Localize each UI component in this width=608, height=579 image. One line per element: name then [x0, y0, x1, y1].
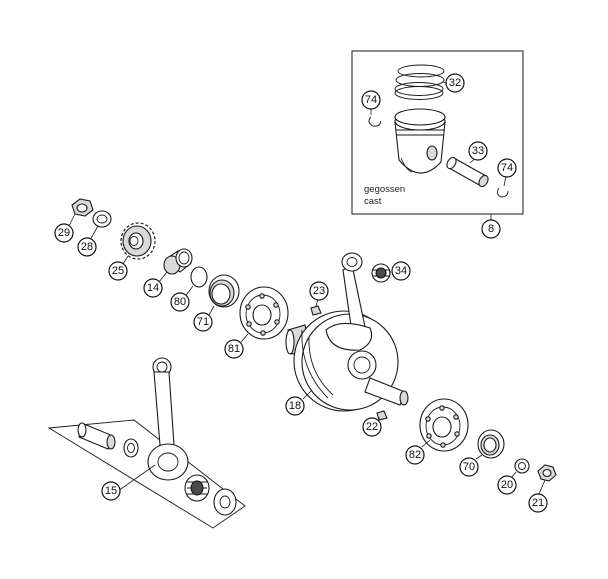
- callout-29: 29: [54, 223, 74, 243]
- callout-23-label: 23: [313, 285, 325, 297]
- callout-21-label: 21: [532, 497, 544, 509]
- callout-70: 70: [459, 457, 479, 477]
- kit-outline: [47, 419, 246, 529]
- callout-23: 23: [309, 281, 329, 301]
- callout-15-label: 15: [105, 485, 117, 497]
- cast-note-german: gegossen: [364, 184, 405, 195]
- piston: [394, 108, 446, 174]
- callout-74-right-label: 74: [501, 162, 513, 174]
- woodruff-key-23: [310, 305, 322, 316]
- callout-28: 28: [77, 237, 97, 257]
- callout-22: 22: [362, 417, 382, 437]
- callout-14: 14: [143, 278, 163, 298]
- callout-80-label: 80: [174, 296, 186, 308]
- circlip-right: [496, 187, 509, 198]
- callout-71-label: 71: [197, 316, 209, 328]
- piston-pin: [446, 156, 489, 188]
- callout-71: 71: [193, 312, 213, 332]
- shaft-seal-71: [208, 274, 240, 308]
- callout-18-label: 18: [289, 400, 301, 412]
- piston-rings: [394, 64, 445, 100]
- crankshaft-assembly: [285, 252, 409, 412]
- gear: [120, 222, 156, 260]
- callout-74-right: 74: [497, 158, 517, 178]
- callout-18: 18: [285, 396, 305, 416]
- piston-inset: gegossen cast: [351, 50, 524, 220]
- woodruff-key-22: [376, 410, 388, 421]
- callout-8-label: 8: [488, 223, 494, 235]
- callout-34-label: 34: [395, 265, 407, 277]
- callout-25-label: 25: [112, 265, 124, 277]
- shaft-seal-70: [477, 429, 505, 459]
- conrod-kit: [47, 357, 246, 529]
- circlip-left: [368, 116, 382, 127]
- washer: [92, 210, 112, 228]
- needle-bearing-14: [163, 248, 193, 275]
- callout-70-label: 70: [463, 461, 475, 473]
- callout-20-label: 20: [501, 479, 513, 491]
- callout-25: 25: [108, 261, 128, 281]
- callout-34: 34: [391, 261, 411, 281]
- callout-32-label: 32: [449, 77, 461, 89]
- callout-28-label: 28: [81, 241, 93, 253]
- ball-bearing-82: [419, 398, 469, 452]
- callout-22-label: 22: [366, 421, 378, 433]
- callout-33-label: 33: [472, 145, 484, 157]
- callout-32: 32: [445, 73, 465, 93]
- callout-74-left: 74: [361, 90, 381, 110]
- callout-81-label: 81: [228, 343, 240, 355]
- callout-15: 15: [101, 481, 121, 501]
- callout-33: 33: [468, 141, 488, 161]
- nut: [71, 198, 94, 217]
- callout-14-label: 14: [147, 282, 159, 294]
- ball-bearing-81: [239, 286, 289, 340]
- spacer-ring: [190, 266, 208, 288]
- callout-8: 8: [481, 219, 501, 239]
- small-end-bearing: [371, 263, 391, 283]
- washer-20: [514, 458, 530, 474]
- cast-note-english: cast: [364, 196, 382, 207]
- nut-21: [537, 464, 557, 482]
- callout-82: 82: [405, 445, 425, 465]
- callout-29-label: 29: [58, 227, 70, 239]
- callout-82-label: 82: [409, 449, 421, 461]
- callout-80: 80: [170, 292, 190, 312]
- callout-74-left-label: 74: [365, 94, 377, 106]
- callout-21: 21: [528, 493, 548, 513]
- callout-81: 81: [224, 339, 244, 359]
- callout-20: 20: [497, 475, 517, 495]
